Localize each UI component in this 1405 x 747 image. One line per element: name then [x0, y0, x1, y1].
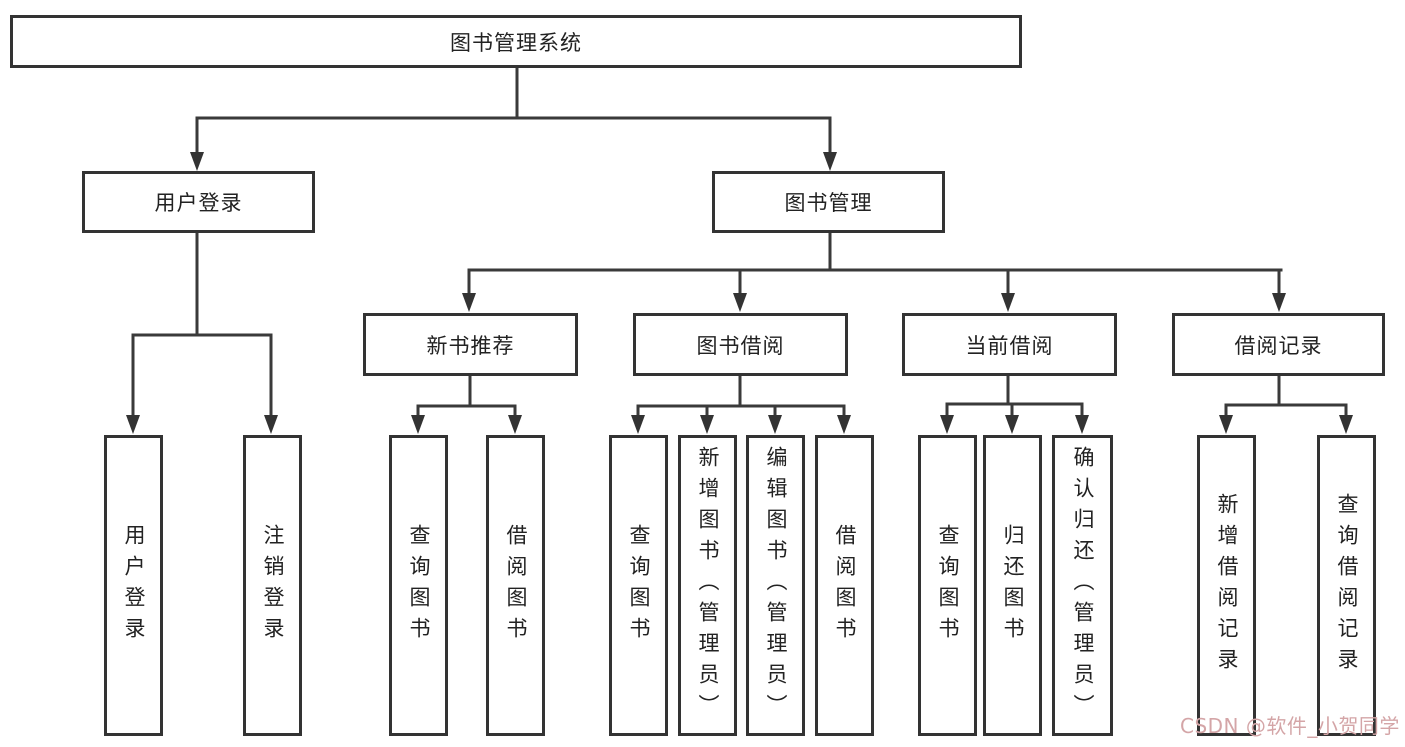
node-label: 注销登录 [261, 523, 285, 648]
node-label: 归还图书 [1001, 523, 1025, 648]
arrow-down-icon [1339, 415, 1353, 434]
node-label: 借阅图书 [504, 523, 528, 648]
node-current-borrow: 当前借阅 [902, 313, 1117, 376]
arrow-down-icon [837, 415, 851, 434]
node-label: 新增图书（管理员） [696, 446, 720, 725]
node-label: 新增借阅记录 [1215, 492, 1239, 679]
node-root-label: 图书管理系统 [450, 30, 582, 55]
arrow-down-icon [1001, 293, 1015, 312]
node-book-mgmt: 图书管理 [712, 171, 945, 233]
new-book-recommend-fanout [411, 376, 522, 434]
arrow-down-icon [768, 415, 782, 434]
node-label: 查询借阅记录 [1335, 492, 1359, 679]
node-logout-leaf: 注销登录 [243, 435, 302, 736]
arrow-down-icon [411, 415, 425, 434]
node-label: 用户登录 [154, 191, 243, 215]
node-label: 当前借阅 [965, 333, 1054, 358]
node-new-book-recommend: 新书推荐 [363, 313, 578, 376]
node-label: 编辑图书（管理员） [764, 446, 788, 725]
node-label: 借阅记录 [1234, 333, 1323, 358]
node-root: 图书管理系统 [10, 15, 1022, 68]
node-label: 图书借阅 [696, 333, 785, 358]
node-book-borrow: 图书借阅 [633, 313, 848, 376]
arrow-down-icon [462, 293, 476, 312]
user-login-fanout [126, 233, 278, 434]
node-label: 借阅图书 [833, 523, 857, 648]
node-label: 图书管理 [784, 191, 873, 215]
arrow-down-icon [264, 415, 278, 434]
node-confirm-return-admin: 确认归还（管理员） [1052, 435, 1113, 736]
borrow-records-fanout [1219, 376, 1353, 434]
root-fanout [190, 68, 837, 171]
node-query-books-recommend: 查询图书 [389, 435, 448, 736]
node-label: 查询图书 [627, 523, 651, 648]
current-borrow-fanout [940, 376, 1089, 434]
node-borrow-books-leaf: 借阅图书 [815, 435, 874, 736]
arrow-down-icon [508, 415, 522, 434]
node-query-books-borrow: 查询图书 [609, 435, 668, 736]
arrow-down-icon [1075, 415, 1089, 434]
arrow-down-icon [940, 415, 954, 434]
arrow-down-icon [823, 152, 837, 171]
node-return-books: 归还图书 [983, 435, 1042, 736]
watermark: CSDN @软件_小贺同学 [1180, 714, 1400, 738]
node-add-borrow-record: 新增借阅记录 [1197, 435, 1256, 736]
node-label: 查询图书 [407, 523, 431, 648]
node-add-books-admin: 新增图书（管理员） [678, 435, 737, 736]
node-label: 确认归还（管理员） [1071, 446, 1095, 725]
node-label: 用户登录 [122, 523, 146, 648]
arrow-down-icon [1272, 293, 1286, 312]
node-borrow-records: 借阅记录 [1172, 313, 1385, 376]
node-edit-books-admin: 编辑图书（管理员） [746, 435, 805, 736]
arrow-down-icon [1219, 415, 1233, 434]
arrow-down-icon [1005, 415, 1019, 434]
arrow-down-icon [733, 293, 747, 312]
arrow-down-icon [700, 415, 714, 434]
book-borrow-fanout [631, 376, 851, 434]
node-label: 新书推荐 [426, 333, 515, 358]
arrow-down-icon [126, 415, 140, 434]
node-borrow-books-recommend: 借阅图书 [486, 435, 545, 736]
node-user-login-leaf: 用户登录 [104, 435, 163, 736]
arrow-down-icon [631, 415, 645, 434]
node-label: 查询图书 [936, 523, 960, 648]
arrow-down-icon [190, 152, 204, 171]
node-user-login: 用户登录 [82, 171, 315, 233]
node-query-borrow-record: 查询借阅记录 [1317, 435, 1376, 736]
node-query-books-current: 查询图书 [918, 435, 977, 736]
book-mgmt-fanout [462, 233, 1286, 312]
